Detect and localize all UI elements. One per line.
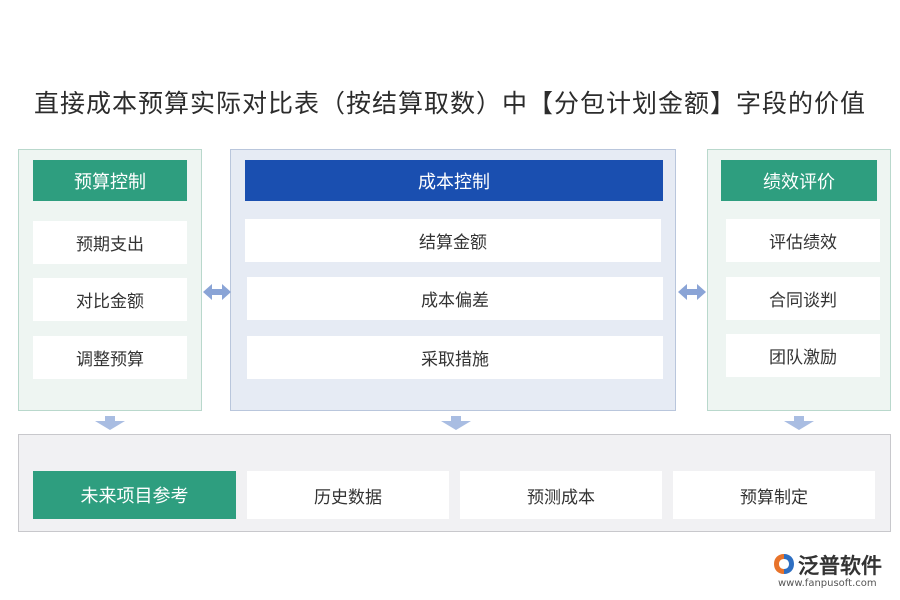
mid-item-3: 采取措施 bbox=[247, 336, 663, 379]
budget-control-header: 预算控制 bbox=[33, 160, 187, 201]
right-item-1: 评估绩效 bbox=[726, 219, 880, 262]
bottom-item-3: 预算制定 bbox=[673, 471, 875, 519]
left-double-arrow-icon bbox=[203, 284, 231, 300]
down-arrow-mid-icon bbox=[441, 416, 471, 430]
left-item-1: 预期支出 bbox=[33, 221, 187, 264]
right-item-3: 团队激励 bbox=[726, 334, 880, 377]
right-item-2: 合同谈判 bbox=[726, 277, 880, 320]
mid-item-2: 成本偏差 bbox=[247, 277, 663, 320]
mid-item-1: 结算金额 bbox=[245, 219, 661, 262]
bottom-item-1: 历史数据 bbox=[247, 471, 449, 519]
brand-logo: 泛普软件 www.fanpusoft.com bbox=[772, 548, 892, 592]
right-double-arrow-icon bbox=[678, 284, 706, 300]
down-arrow-left-icon bbox=[95, 416, 125, 430]
brand-logo-icon bbox=[774, 554, 794, 574]
down-arrow-right-icon bbox=[784, 416, 814, 430]
brand-name: 泛普软件 bbox=[798, 554, 882, 578]
bottom-item-2: 预测成本 bbox=[460, 471, 662, 519]
future-reference-header: 未来项目参考 bbox=[33, 471, 236, 519]
left-item-2: 对比金额 bbox=[33, 278, 187, 321]
brand-url: www.fanpusoft.com bbox=[778, 578, 877, 589]
left-item-3: 调整预算 bbox=[33, 336, 187, 379]
page-title: 直接成本预算实际对比表（按结算取数）中【分包计划金额】字段的价值 bbox=[33, 89, 866, 118]
cost-control-header: 成本控制 bbox=[245, 160, 663, 201]
performance-eval-header: 绩效评价 bbox=[721, 160, 877, 201]
